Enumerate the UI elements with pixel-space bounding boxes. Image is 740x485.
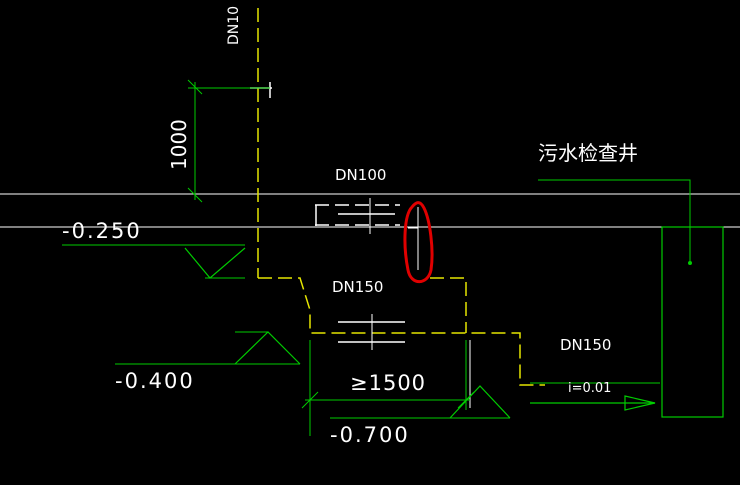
label-inspection-well: 污水检查井 — [538, 141, 638, 165]
label-level-neg-0400: -0.400 — [115, 369, 195, 393]
label-dn150-right: DN150 — [560, 336, 611, 354]
dn150-pipe-route — [258, 277, 545, 386]
label-slope: i=0.01 — [568, 381, 611, 396]
level-0700-triangle — [449, 385, 511, 419]
dn150-pipe-route-top — [430, 277, 467, 333]
label-dn100-vertical: DN10 — [226, 6, 242, 45]
dim-1500-tick-left — [301, 391, 319, 409]
level-0250-triangle — [184, 247, 246, 279]
red-circle-markup — [403, 201, 434, 284]
dim-1000-tick-bottom — [187, 187, 203, 203]
inspection-well-leader — [538, 179, 691, 262]
label-dim-1000: 1000 — [167, 119, 191, 170]
dim-1000-tick-top — [187, 79, 203, 95]
slope-arrow-head-icon — [624, 395, 656, 411]
label-dn100: DN100 — [335, 166, 386, 184]
label-min-1500: ≥1500 — [350, 371, 426, 395]
label-level-neg-0250: -0.250 — [62, 219, 142, 243]
inspection-well — [661, 226, 724, 418]
level-0400-triangle — [234, 331, 301, 365]
label-dn150-upper: DN150 — [332, 278, 383, 296]
inspection-well-leader-dot — [688, 261, 692, 265]
dim-1500-tick-right — [457, 391, 475, 409]
label-level-neg-0700: -0.700 — [330, 423, 410, 447]
